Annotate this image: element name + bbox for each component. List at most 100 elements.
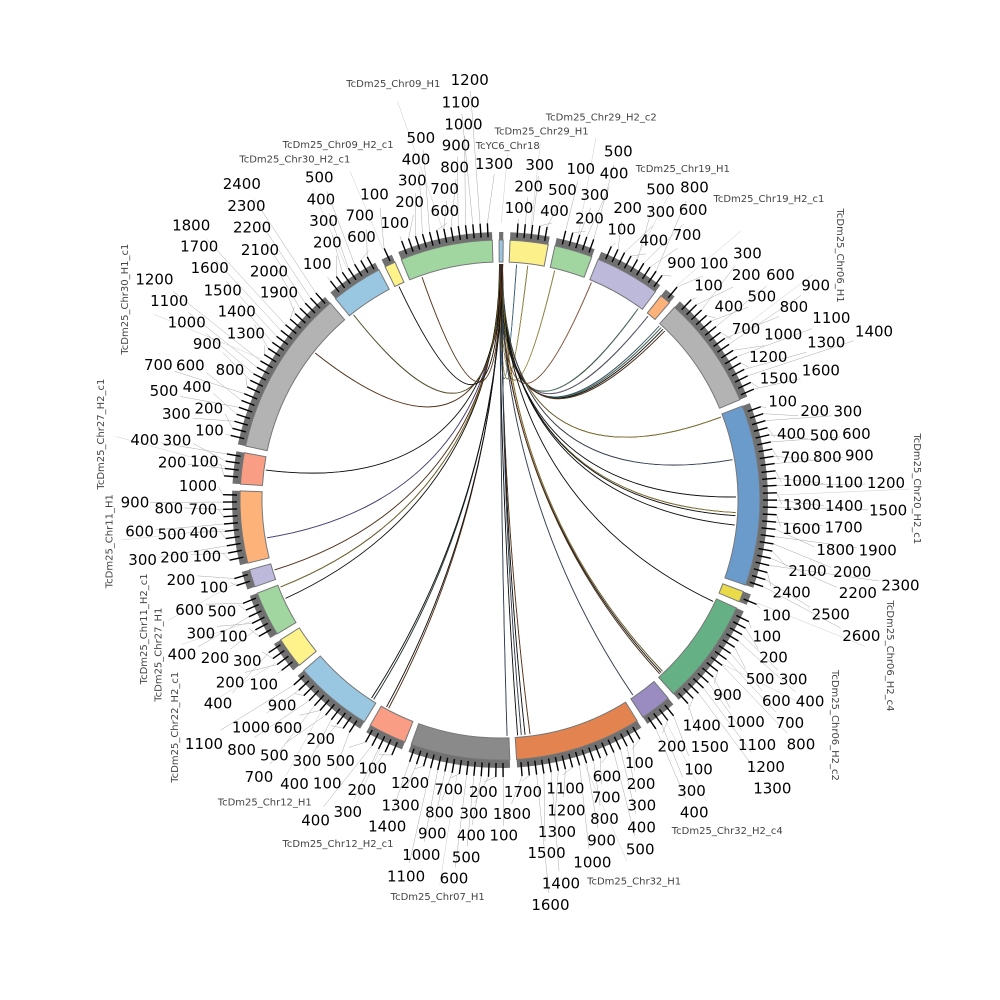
segment-TcDm25_Chr06_H2_c4[interactable]: [718, 583, 757, 606]
tick-label: 1300: [381, 796, 419, 814]
tick-label: 1500: [204, 281, 242, 299]
segment-TcDm25_Chr07_H1[interactable]: [408, 723, 511, 777]
tick-label: 300: [233, 652, 262, 670]
tick-leader: [408, 214, 414, 239]
tick-leader: [774, 536, 857, 548]
tick-mark: [743, 598, 757, 606]
segment-TcDm25_Chr06_H2_c2[interactable]: [657, 598, 750, 704]
tick-leader: [698, 693, 759, 774]
tick-leader: [330, 725, 344, 729]
tick-label: 1400: [683, 716, 721, 734]
segment-TcYC6_Chr18[interactable]: [498, 232, 504, 263]
segment-TcDm25_Chr22_H2_c1[interactable]: [268, 627, 317, 671]
tick-mark: [762, 484, 777, 487]
tick-mark: [653, 274, 663, 288]
tick-mark: [731, 368, 745, 377]
tick-label: 1000: [232, 718, 270, 736]
link-color-TcDm25_Chr12_H1: [373, 264, 503, 700]
tick-mark: [304, 302, 316, 314]
segment-TcDm25_Chr20_H2_c1[interactable]: [721, 403, 778, 588]
segment-label: TcDm25_Chr06_H1: [834, 207, 845, 302]
tick-leader: [230, 629, 256, 650]
tick-label: 1600: [802, 361, 840, 379]
tick-label: 500: [407, 129, 436, 147]
segment-TcDm25_Chr27_H2_c1[interactable]: [223, 451, 267, 486]
tick-mark: [540, 759, 545, 774]
tick-label: 100: [762, 606, 791, 624]
tick-label: 700: [592, 789, 621, 807]
segment-TcDm25_Chr29_H2_c2[interactable]: [549, 230, 595, 278]
tick-label: 600: [176, 357, 205, 375]
tick-leader: [220, 684, 294, 731]
tick-leader: [206, 239, 286, 325]
link-to-TcDm25_Chr12_H2_c1: [386, 264, 502, 708]
segment-TcDm25_Chr09_H2_c1[interactable]: [381, 248, 405, 288]
segment-TcDm25_Chr11_H2_c1[interactable]: [234, 563, 277, 590]
tick-leader: [218, 486, 224, 495]
tick-mark: [581, 236, 588, 251]
tick-label: 300: [459, 805, 488, 823]
tick-label: 600: [347, 228, 376, 246]
tick-mark: [704, 326, 717, 336]
tick-leader: [245, 377, 248, 387]
tick-label: 100: [625, 754, 654, 772]
tick-leader: [188, 464, 225, 469]
segment-TcDm25_Chr32_H1[interactable]: [514, 701, 642, 777]
segment-TcDm25_Chr30_H1_c1[interactable]: [230, 292, 346, 452]
tick-leader: [572, 230, 586, 233]
segment-TcDm25_Chr19_H1[interactable]: [589, 246, 663, 310]
tick-mark: [729, 627, 743, 636]
tick-mark: [479, 223, 482, 238]
tick-label: 600: [440, 869, 469, 887]
tick-mark: [629, 259, 639, 273]
segment-band: [598, 251, 661, 292]
tick-label: 400: [600, 164, 629, 182]
tick-leader: [335, 732, 350, 770]
segment-block: [239, 490, 270, 564]
tick-mark: [238, 406, 253, 413]
segment-band: [297, 670, 365, 729]
segment-TcDm25_Chr30_H2_c1[interactable]: [329, 256, 390, 317]
tick-leader: [354, 748, 379, 799]
tick-leader: [254, 324, 269, 349]
segment-TcDm25_Chr19_H2_c1[interactable]: [646, 286, 678, 321]
tick-label: 900: [121, 494, 150, 512]
segment-TcDm25_Chr32_H2_c4[interactable]: [630, 680, 675, 730]
tick-mark: [234, 573, 248, 580]
tick-leader: [180, 396, 240, 408]
tick-mark: [480, 762, 483, 777]
tick-leader: [579, 207, 591, 235]
segment-TcDm25_Chr11_H1[interactable]: [223, 490, 270, 566]
segment-TcDm25_Chr06_H1[interactable]: [659, 299, 755, 409]
tick-mark: [309, 297, 321, 309]
segment-block: [646, 295, 671, 321]
tick-label: 900: [442, 136, 471, 154]
tick-mark: [258, 628, 272, 637]
segment-TcDm25_Chr27_H1[interactable]: [242, 584, 297, 639]
segment-TcDm25_Chr12_H2_c1[interactable]: [364, 705, 414, 756]
tick-leader: [769, 434, 809, 440]
tick-mark: [263, 353, 277, 363]
tick-label: 1100: [546, 779, 584, 797]
tick-label: 800: [780, 298, 809, 316]
link-color-TcDm25_Chr12_H1: [371, 264, 503, 699]
segment-TcDm25_Chr29_H1[interactable]: [508, 223, 550, 267]
tick-leader: [772, 448, 780, 460]
tick-label: 1000: [444, 115, 482, 133]
tick-leader: [773, 543, 832, 568]
tick-label: 900: [713, 686, 742, 704]
tick-mark: [732, 621, 746, 629]
tick-mark: [444, 757, 449, 772]
segment-block: [630, 680, 669, 718]
segment-TcDm25_Chr12_H1[interactable]: [293, 655, 377, 733]
segment-band: [381, 254, 396, 267]
tick-leader: [563, 769, 566, 798]
segment-TcDm25_Chr09_H1[interactable]: [398, 223, 494, 281]
tick-leader: [222, 553, 230, 561]
tick-label: 1400: [825, 497, 863, 515]
tick-mark: [740, 388, 755, 396]
tick-leader: [331, 234, 343, 273]
tick-mark: [226, 542, 241, 547]
tick-mark: [248, 610, 262, 618]
tick-label: 600: [593, 767, 622, 785]
